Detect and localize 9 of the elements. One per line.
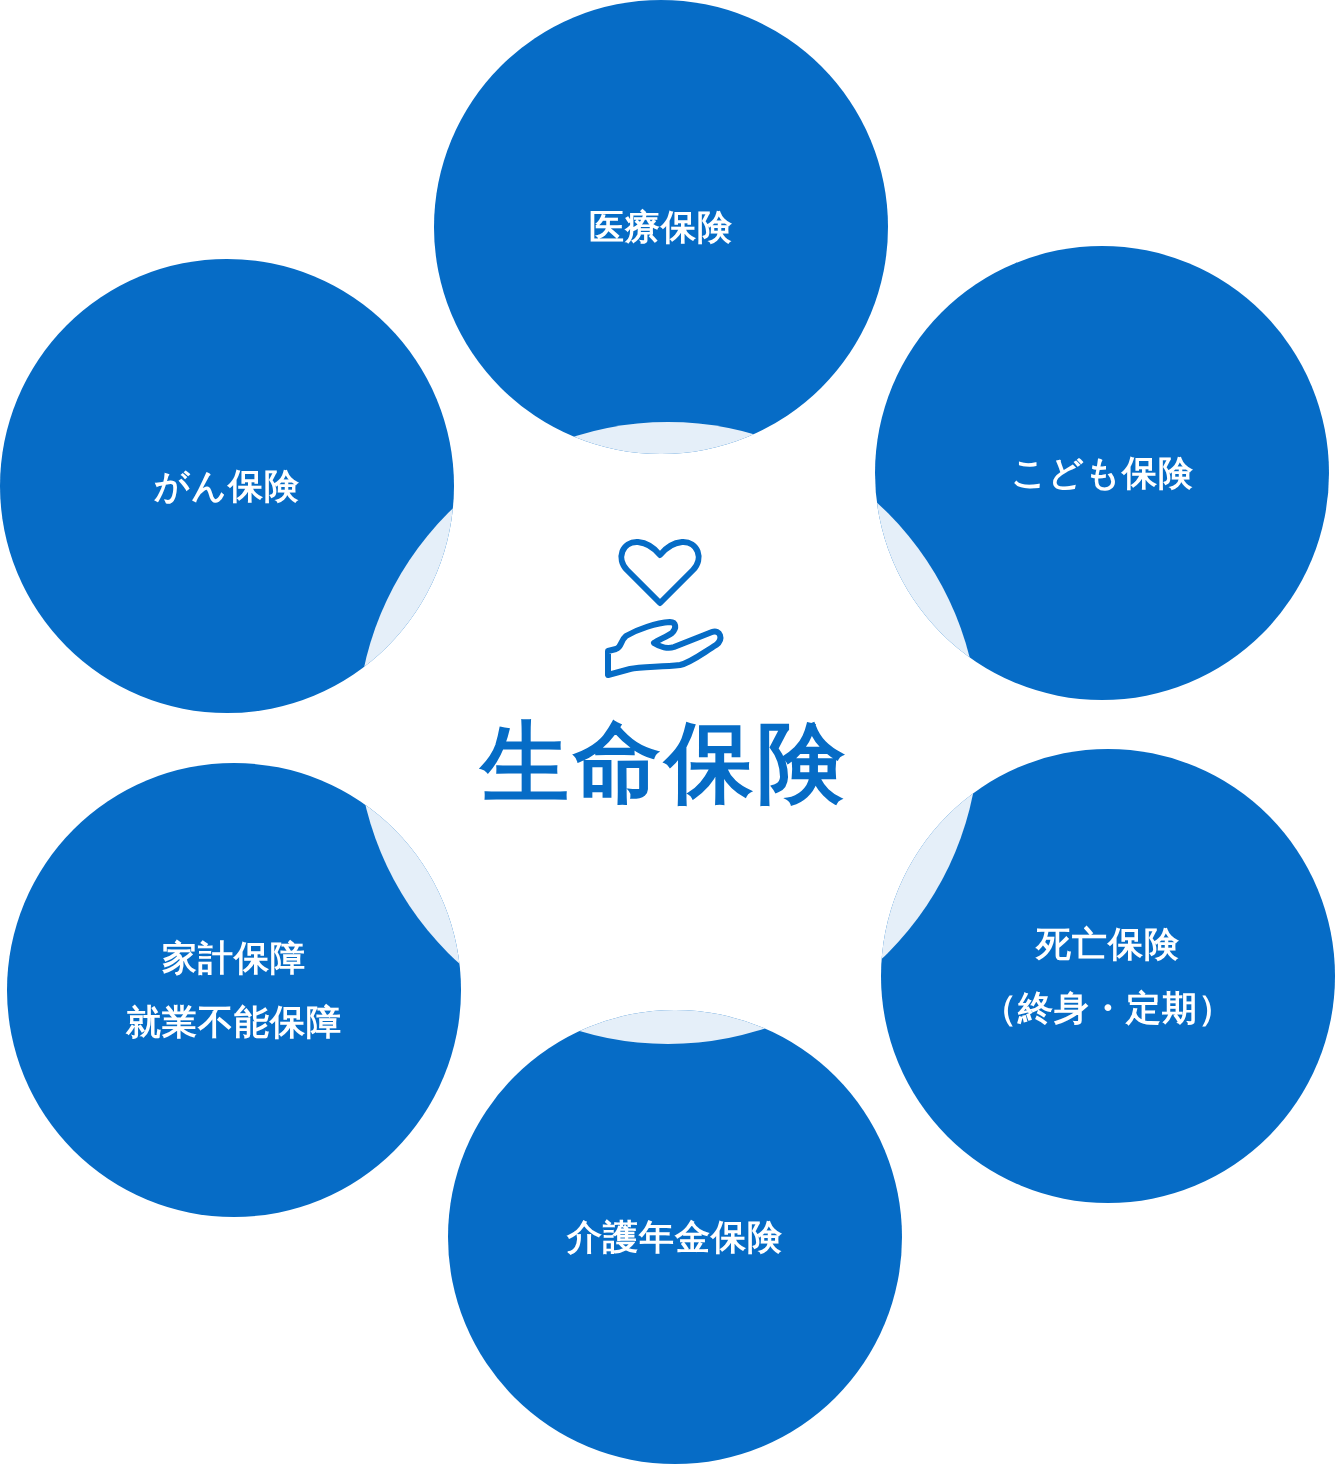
circle-label: がん保険 — [154, 465, 300, 508]
circle-label: （終身・定期） — [982, 987, 1234, 1030]
circle-label: 家計保障 — [162, 937, 306, 980]
circle-label: 就業不能保障 — [126, 1001, 342, 1044]
circle-label: こども保険 — [1010, 452, 1194, 495]
circle-label: 医療保険 — [589, 206, 733, 249]
circle-label: 死亡保険 — [1036, 923, 1180, 966]
circle-label: 介護年金保険 — [567, 1216, 783, 1259]
title: 生命保険 — [478, 710, 850, 816]
